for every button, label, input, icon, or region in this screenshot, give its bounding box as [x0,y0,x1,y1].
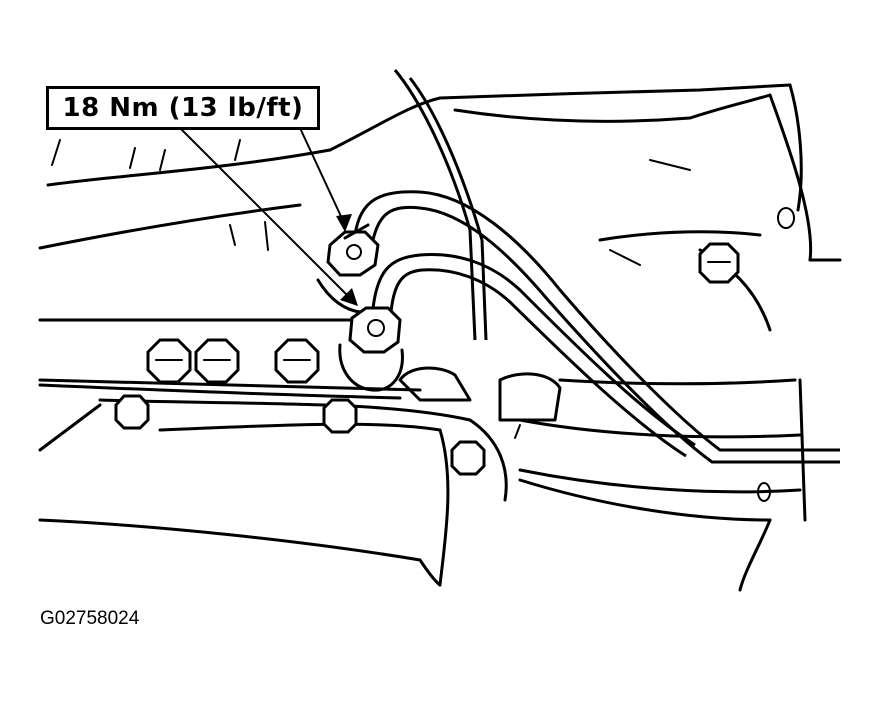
torque-callout: 18 Nm (13 lb/ft) [46,86,320,130]
transmission-case [453,93,842,592]
line-bracket [398,366,562,439]
bolt-3 [274,338,320,384]
cooler-lines [353,69,840,464]
bolt-row [114,242,740,476]
figure-id: G02758024 [40,608,140,629]
bolt-2 [194,338,240,384]
bolt-4 [114,394,150,430]
bolt-5 [322,398,358,434]
line-fitting-upper [316,223,380,314]
bolt-1 [146,338,192,384]
line-fitting-lower [338,306,404,392]
bolt-6 [450,440,486,476]
engine-block-outline [38,83,803,251]
bolt-7 [698,242,740,284]
torque-label: 18 Nm (13 lb/ft) [62,93,304,123]
oil-pan-outline [38,318,508,587]
callout-leaders [179,127,358,306]
